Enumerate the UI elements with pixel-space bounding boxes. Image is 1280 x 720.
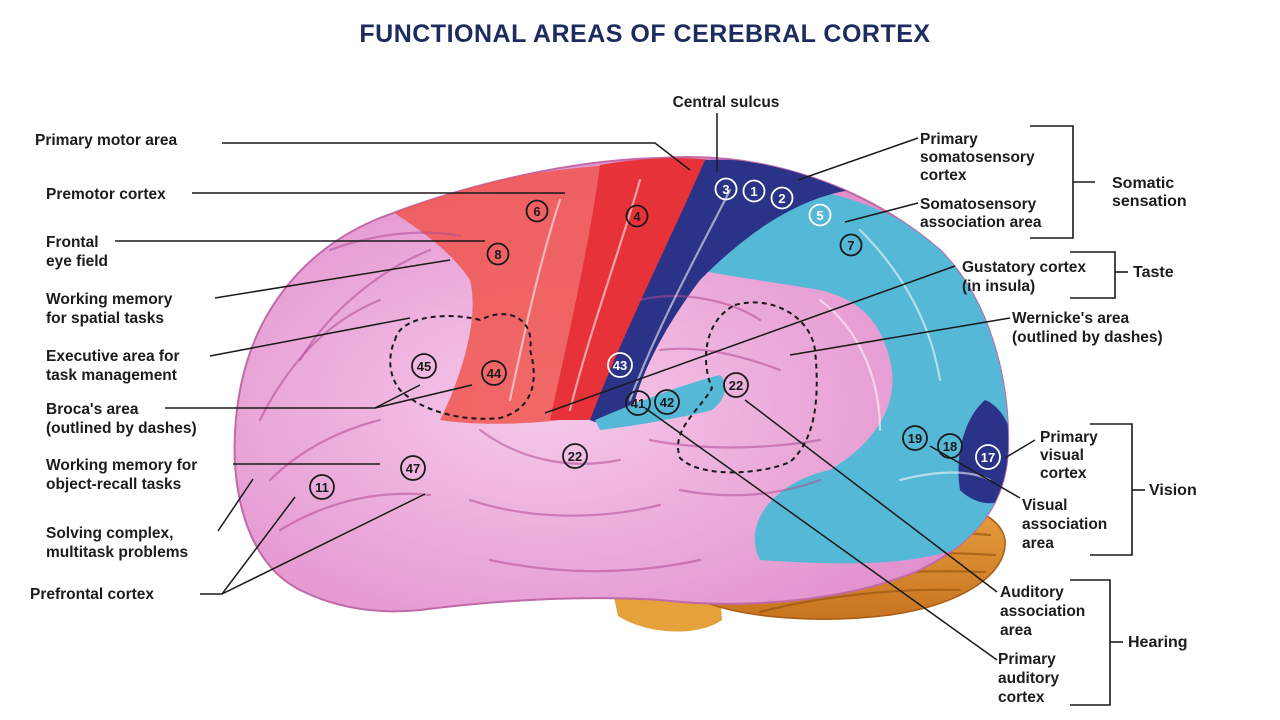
- label-primary-motor-area: Primary motor area: [35, 132, 178, 149]
- label-line: Somatosensory: [920, 196, 1037, 213]
- label-line: cortex: [920, 167, 967, 184]
- label-line: Taste: [1133, 264, 1174, 281]
- label-prefrontal-cortex: Prefrontal cortex: [30, 586, 154, 603]
- area-badge-number: 6: [533, 204, 540, 219]
- label-line: eye field: [46, 253, 108, 270]
- label-line: cortex: [1040, 465, 1087, 482]
- area-badge-number: 4: [633, 209, 641, 224]
- label-working-memory-spatial: Working memory for spatial tasks: [46, 291, 173, 327]
- label-line: area: [1022, 535, 1054, 552]
- label-solving-complex: Solving complex, multitask problems: [46, 525, 188, 561]
- area-badge-number: 8: [494, 247, 501, 262]
- label-line: cortex: [998, 689, 1045, 706]
- label-visual-association: Visual association area: [1022, 497, 1107, 552]
- label-line: Visual: [1022, 497, 1067, 514]
- label-line: for spatial tasks: [46, 310, 164, 327]
- label-line: task management: [46, 367, 177, 384]
- label-line: Frontal: [46, 234, 99, 251]
- area-badge-number: 42: [660, 395, 674, 410]
- label-line: Auditory: [1000, 584, 1064, 601]
- label-line: Working memory for: [46, 457, 197, 474]
- label-line: Primary motor area: [35, 132, 178, 149]
- label-taste: Taste: [1133, 264, 1174, 281]
- label-line: Working memory: [46, 291, 173, 308]
- label-line: Broca's area: [46, 401, 139, 418]
- area-badge-number: 2: [778, 191, 785, 206]
- area-badge-number: 18: [943, 439, 957, 454]
- label-line: Hearing: [1128, 634, 1188, 651]
- label-line: Primary: [920, 131, 978, 148]
- area-badge-number: 1: [750, 184, 757, 199]
- label-line: Somatic: [1112, 175, 1174, 192]
- label-line: Solving complex,: [46, 525, 173, 542]
- label-line: Gustatory cortex: [962, 259, 1086, 276]
- label-line: Primary: [998, 651, 1056, 668]
- label-working-memory-object: Working memory for object-recall tasks: [46, 457, 197, 493]
- label-line: association: [1000, 603, 1085, 620]
- label-line: (outlined by dashes): [1012, 329, 1163, 346]
- label-line: visual: [1040, 447, 1084, 464]
- label-line: Vision: [1149, 482, 1197, 499]
- label-vision: Vision: [1149, 482, 1197, 499]
- label-brocas-area: Broca's area (outlined by dashes): [46, 401, 197, 437]
- label-primary-somatosensory: Primarysomatosensorycortex: [920, 131, 1035, 184]
- label-frontal-eye-field: Frontal eye field: [46, 234, 108, 270]
- label-line: somatosensory: [920, 149, 1035, 166]
- label-line: sensation: [1112, 193, 1187, 210]
- label-line: Executive area for: [46, 348, 180, 365]
- label-line: area: [1000, 622, 1032, 639]
- area-badge-number: 11: [315, 480, 329, 495]
- page-title: FUNCTIONAL AREAS OF CEREBRAL CORTEX: [359, 20, 930, 48]
- area-badge-number: 22: [568, 449, 582, 464]
- area-badge-number: 7: [847, 238, 854, 253]
- label-premotor-cortex: Premotor cortex: [46, 186, 166, 203]
- area-badge-number: 44: [487, 366, 502, 381]
- label-line: object-recall tasks: [46, 476, 181, 493]
- area-badge-number: 5: [816, 208, 823, 223]
- label-line: auditory: [998, 670, 1060, 687]
- area-badge-number: 43: [613, 358, 627, 373]
- label-somatic-sensation: Somaticsensation: [1112, 175, 1187, 210]
- label-line: association: [1022, 516, 1107, 533]
- area-badge-number: 45: [417, 359, 431, 374]
- label-primary-auditory: Primary auditory cortex: [998, 651, 1060, 706]
- label-line: (in insula): [962, 278, 1035, 295]
- label-wernickes-area: Wernicke's area (outlined by dashes): [1012, 310, 1163, 346]
- label-hearing: Hearing: [1128, 634, 1188, 651]
- label-line: Wernicke's area: [1012, 310, 1130, 327]
- area-badge-number: 47: [406, 461, 420, 476]
- area-badge-number: 22: [729, 378, 743, 393]
- label-line: association area: [920, 214, 1042, 231]
- label-auditory-association: Auditory association area: [1000, 584, 1085, 639]
- label-line: (outlined by dashes): [46, 420, 197, 437]
- label-central-sulcus: Central sulcus: [673, 94, 780, 111]
- label-line: Primary: [1040, 429, 1098, 446]
- label-line: Prefrontal cortex: [30, 586, 154, 603]
- label-line: multitask problems: [46, 544, 188, 561]
- area-badge-number: 19: [908, 431, 922, 446]
- area-badge-number: 17: [981, 450, 995, 465]
- label-gustatory-cortex: Gustatory cortex (in insula): [962, 259, 1086, 295]
- label-line: Premotor cortex: [46, 186, 166, 203]
- area-badge-number: 41: [631, 396, 645, 411]
- label-line: Central sulcus: [673, 94, 780, 111]
- area-badge-number: 3: [722, 182, 729, 197]
- label-executive-area: Executive area for task management: [46, 348, 180, 384]
